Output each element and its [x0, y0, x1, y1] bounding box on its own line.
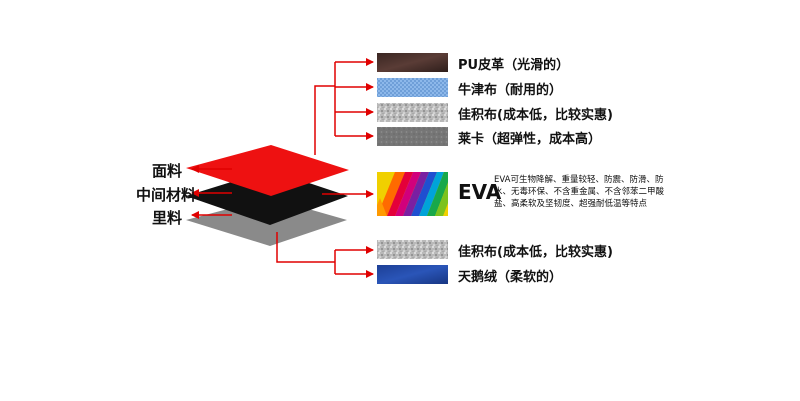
label-velvet: 天鹅绒（柔软的）: [458, 270, 563, 285]
swatch-jiaji-2: [377, 240, 448, 259]
swatch-eva: [377, 172, 448, 216]
swatch-laika: [377, 127, 448, 146]
connector-bottom: [276, 232, 335, 263]
top-layer-sheet: [186, 145, 349, 196]
label-pu-leather: PU皮革（光滑的）: [458, 58, 570, 73]
swatch-jiaji-1: [377, 103, 448, 122]
label-middle-layer: 中间材料: [136, 186, 197, 204]
eva-description: EVA可生物降解、重量较轻、防震、防滑、防水、无毒环保、不含重金属、不含邻苯二甲…: [494, 175, 665, 209]
swatch-oxford: [377, 78, 448, 97]
label-jiaji-2: 佳积布(成本低，比较实惠): [458, 245, 613, 260]
swatch-velvet: [377, 265, 448, 284]
label-eva: EVA: [458, 180, 502, 204]
label-laika: 莱卡（超弹性，成本高）: [458, 132, 602, 147]
label-jiaji-1: 佳积布(成本低，比较实惠): [458, 108, 613, 123]
label-oxford: 牛津布（耐用的）: [458, 83, 563, 98]
label-bottom-layer: 里料: [152, 209, 183, 227]
connector-top: [314, 85, 335, 155]
swatch-pu-leather: [377, 53, 448, 72]
label-top-layer: 面料: [152, 162, 183, 180]
